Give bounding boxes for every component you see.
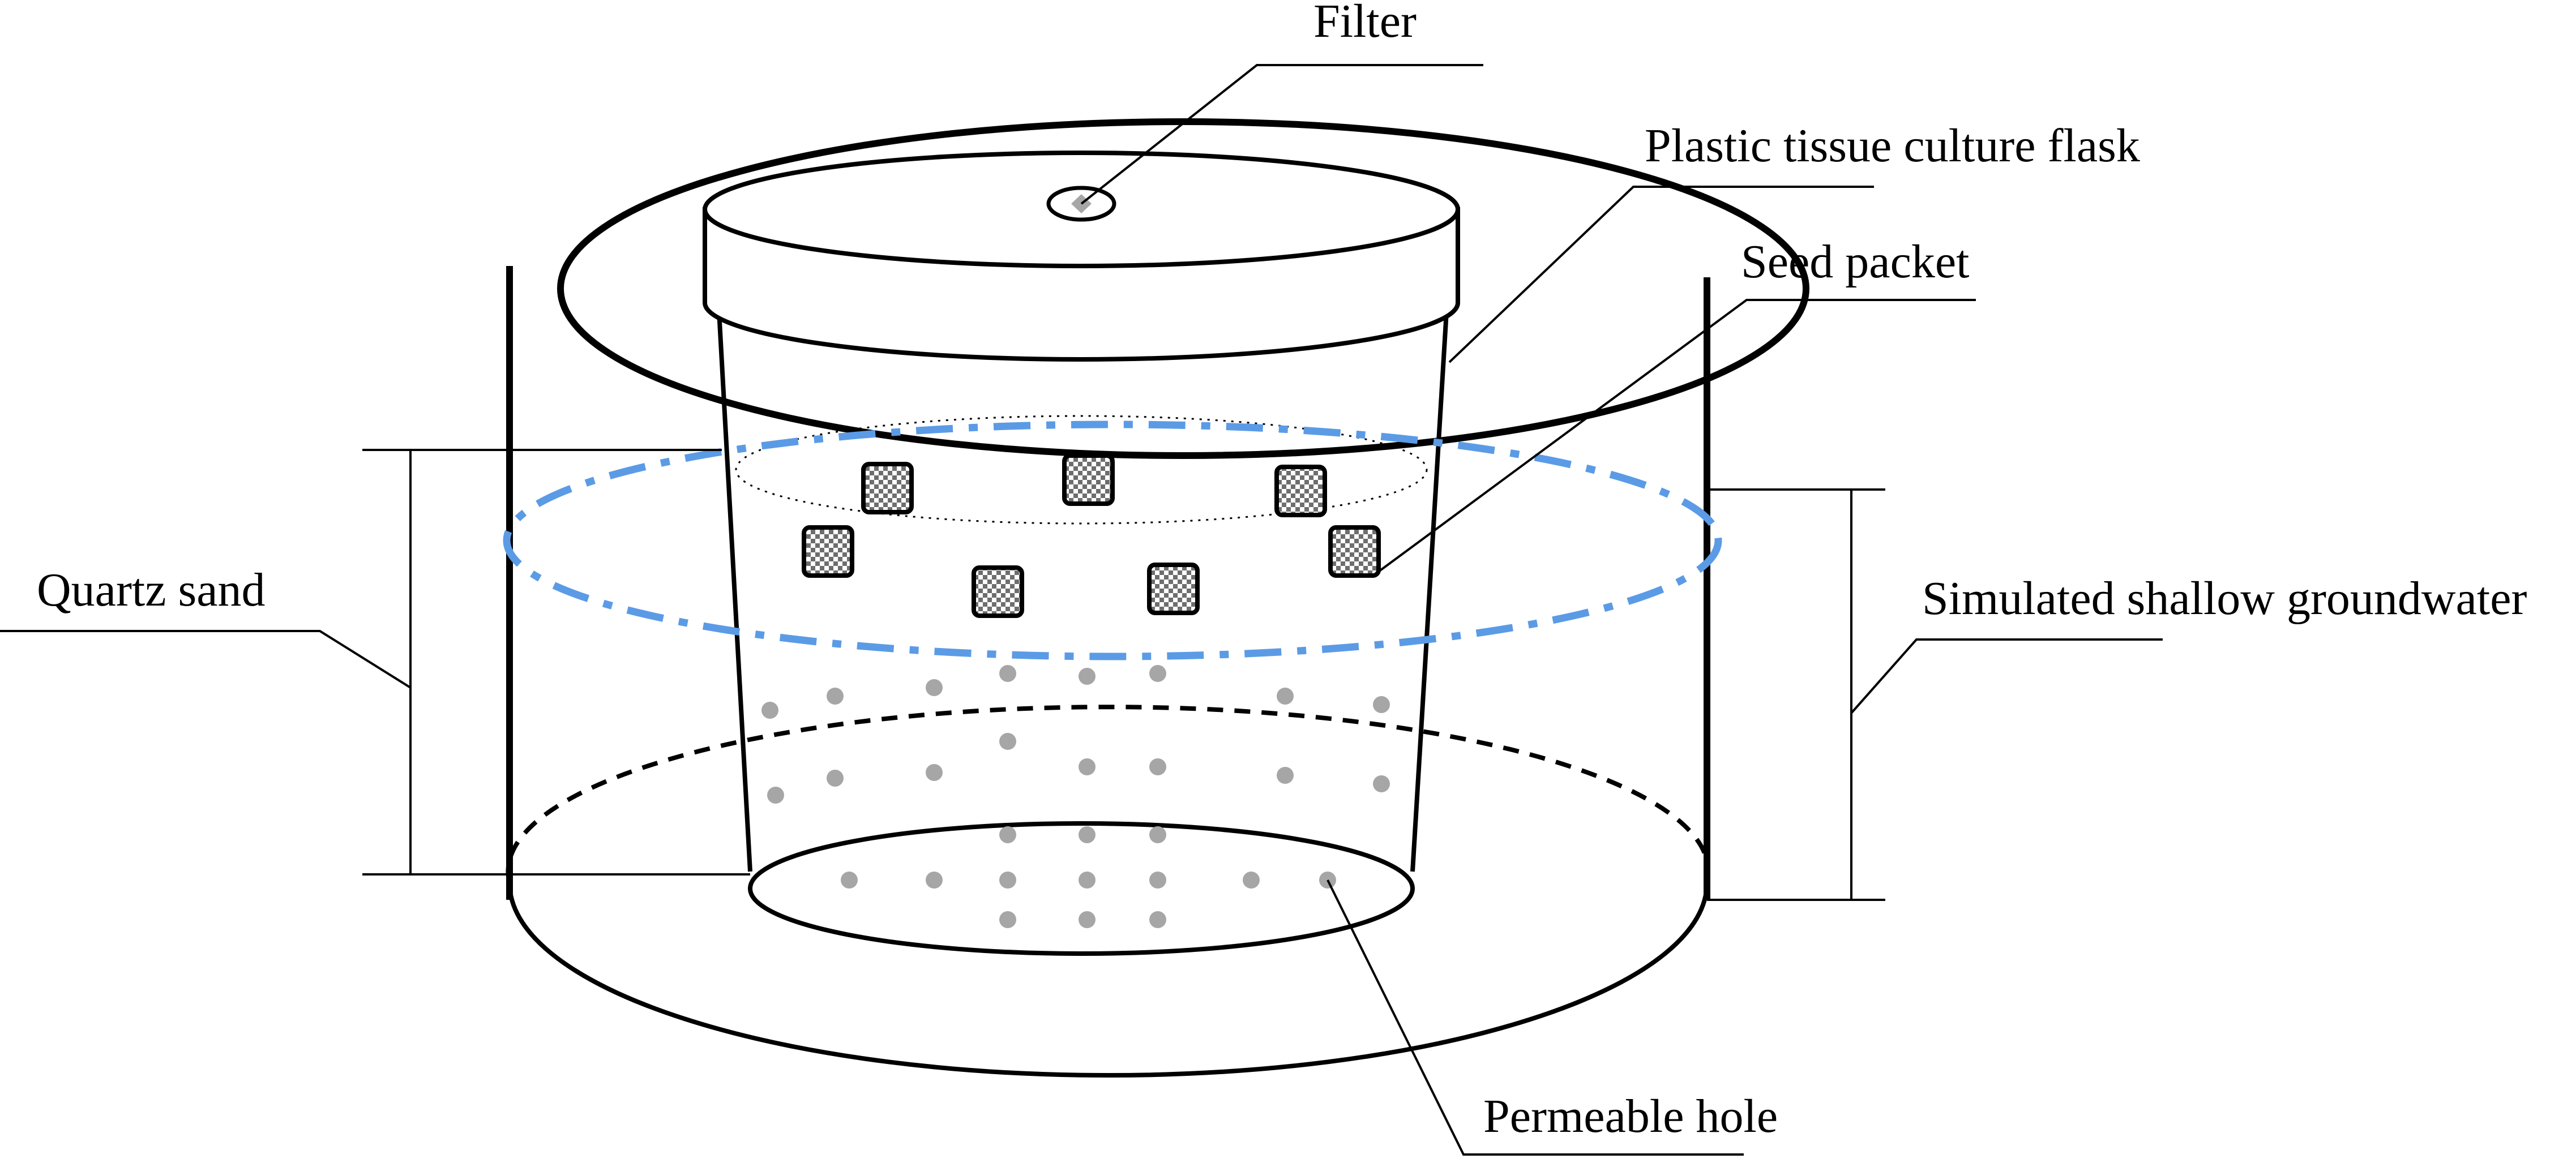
quartz-sand-label: Quartz sand [37,564,266,616]
hole [999,733,1016,750]
filter-label: Filter [1313,0,1417,48]
flask-left-wall [717,311,752,872]
hole [1373,696,1390,713]
hole [926,679,943,696]
hole [1149,826,1166,843]
hole [1149,911,1166,928]
filter-leader [1080,64,1483,205]
hole [767,787,784,804]
hole [999,872,1016,889]
hole [999,665,1016,682]
flask-bottom [748,821,1415,956]
seed-packets [802,453,1381,618]
hole [1079,826,1096,843]
hole [1373,775,1390,792]
seed-packet [1147,563,1200,615]
outer-container-rim [557,118,1809,459]
flask-leader [1448,186,1874,363]
seed-packet [1328,525,1381,578]
hole [827,688,844,705]
seed-packet [972,565,1024,618]
groundwater-level [503,420,1722,660]
hole [1079,758,1096,775]
seed-packet [1274,465,1327,517]
hole [926,872,943,889]
flask-label: Plastic tissue culture flask [1645,119,2140,172]
hole [761,702,778,719]
flask-right-wall [1410,311,1449,872]
flask-lid [703,151,1460,362]
hole [999,911,1016,928]
seed-packet [861,462,914,514]
groundwater-label: Simulated shallow groundwater [1922,572,2527,625]
sand-surface-outline [735,415,1428,525]
flask-body [717,311,1449,956]
outer-container-bottom [507,882,1709,1078]
labels: Filter Plastic tissue culture flask Seed… [37,0,2527,1143]
hole [827,770,844,787]
hole [1243,872,1260,889]
outer-container [506,118,1809,1078]
permeable-hole-label: Permeable hole [1483,1090,1778,1143]
leader-lines [0,64,2163,1156]
hole [1277,767,1294,784]
groundwater-leader [1850,638,2163,714]
hole [926,764,943,781]
permeable-hole-leader [1326,879,1744,1156]
hole [1149,665,1166,682]
quartz-sand-leader [0,630,412,689]
permeable-holes [761,665,1390,928]
hole [1079,668,1096,685]
hole [1149,758,1166,775]
seed-packet [802,525,854,578]
hole [1079,872,1096,889]
seed-packet [1062,453,1115,506]
hole [1149,872,1166,889]
hole [1277,688,1294,705]
hole [841,872,858,889]
hole [999,826,1016,843]
hole [1079,911,1096,928]
seed-packet-leader [1377,299,1976,573]
seed-packet-label: Seed packet [1741,235,1969,288]
outer-container-bottom-back [506,705,1709,883]
